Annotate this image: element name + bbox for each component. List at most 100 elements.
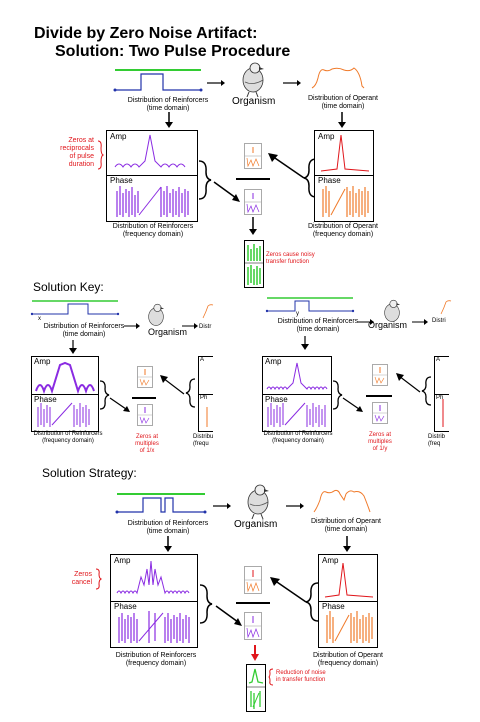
reinf-freq-plot-x: Amp Phase [31,356,99,432]
fraction-numerator [244,143,262,169]
red-brace [97,140,105,170]
dist-reinf-freq-label: Distribution of Reinforcers(frequency do… [112,223,194,238]
amp-label: Amp [318,132,335,141]
fraction-numerator [137,366,153,388]
arrow-right [182,323,198,329]
operant-freq-plot-truncated: A Ph [198,356,213,432]
dist-operant-freq-label: Distribution of Operant(frequency domain… [312,652,384,667]
fraction-bar [132,397,156,399]
operant-time-curve [313,489,371,513]
amp-label: Amp [322,556,339,565]
red-brace [268,668,274,686]
red-brace [95,568,103,590]
amp-label: A [436,357,441,363]
arrow-right [412,319,428,325]
page-subtitle: Solution: Two Pulse Procedure [55,43,291,60]
transfer-function-plot-clean [246,664,266,712]
fraction-bar [236,178,270,180]
fraction-numerator [244,566,262,594]
fraction-denominator [372,402,388,424]
brace-left [421,376,432,406]
fraction-bar [366,395,392,397]
reinf-freq-plot-y: Amp Phase [262,356,332,432]
arrow-down [249,217,257,235]
arrow-left-diag [160,375,185,395]
arrow-right [358,319,374,325]
dist-freq-truncated: Distribu(frequ [193,434,214,447]
page-title: Divide by Zero Noise Artifact: [34,25,258,42]
brace-right [199,584,213,624]
fraction-bar [236,602,270,604]
phase-label: Ph [436,395,444,401]
dist-freq-truncated: Distrib(freq [428,434,446,447]
amp-label: Amp [110,132,127,141]
arrow-down [343,536,351,552]
dist-reinf-time-label: Distribution of Reinforcers(time domain) [277,318,359,333]
amp-label: Amp [114,556,131,565]
bird-icon [242,62,264,98]
phase-label: Phase [34,395,57,404]
dist-reinf-time-label: Distribution of Reinforcers(time domain) [43,323,125,338]
dist-reinf-time-label: Distribution of Reinforcers(time domain) [127,520,209,535]
operant-time-curve [440,300,452,315]
brace-left [305,582,319,622]
dist-truncated: Distri [432,318,446,324]
amp-label: Amp [265,357,282,366]
fraction-numerator [372,364,388,386]
operant-freq-plot: Amp Phase [318,554,378,648]
amp-label: Amp [34,357,51,366]
arrow-down [69,340,77,354]
dist-operant-time-label: Distribution of Operant(time domain) [310,518,382,533]
dist-reinf-freq-label: Distribution of Reinforcers(frequency do… [263,431,333,444]
operant-time-curve [311,67,365,89]
arrow-right [124,323,140,329]
phase-label: Phase [114,602,137,611]
dist-operant-time-label: Distribution of Operant(time domain) [307,95,379,110]
fraction-denominator [244,189,262,215]
dist-truncated: Distr [199,324,212,330]
reinforcer-pulse-x [30,300,120,316]
bird-icon [148,303,165,326]
fraction-denominator [244,612,262,640]
dist-operant-freq-label: Distribution of Operant(frequency domain… [307,223,379,238]
brace-right [198,160,212,200]
dist-reinf-time-label: Distribution of Reinforcers(time domain) [127,97,209,112]
reinforcer-pulse-time [113,69,203,92]
arrow-left-diag [268,153,305,179]
arrow-diag [213,181,240,202]
arrow-down [338,112,346,128]
brace-left [303,158,317,198]
arrow-right [207,80,225,86]
solution-strategy-heading: Solution Strategy: [42,466,137,480]
phase-label: Ph [200,395,208,401]
transfer-function-plot [244,240,264,288]
arrow-right [213,503,231,509]
arrow-diag [342,397,363,412]
organism-label: Organism [148,327,188,337]
brace-right [332,380,343,410]
reinforcer-two-pulse-time [115,493,207,514]
organism-label: Organism [232,96,276,107]
phase-label: Phase [322,602,345,611]
reinforcer-pulse-y [265,297,355,313]
operant-time-curve [202,304,214,319]
arrow-right [286,503,304,509]
arrow-diag [109,397,130,412]
operant-freq-plot: Amp Phase [314,130,374,222]
red-arrow-down [251,645,259,661]
arrow-left-diag [270,577,307,603]
bird-icon [247,484,269,520]
arrow-down [301,336,309,350]
arrow-down [165,112,173,128]
phase-label: Phase [265,395,288,404]
phase-label: Phase [110,176,133,185]
organism-label: Organism [368,320,408,330]
bird-icon [384,299,401,322]
brace-right [99,380,110,410]
